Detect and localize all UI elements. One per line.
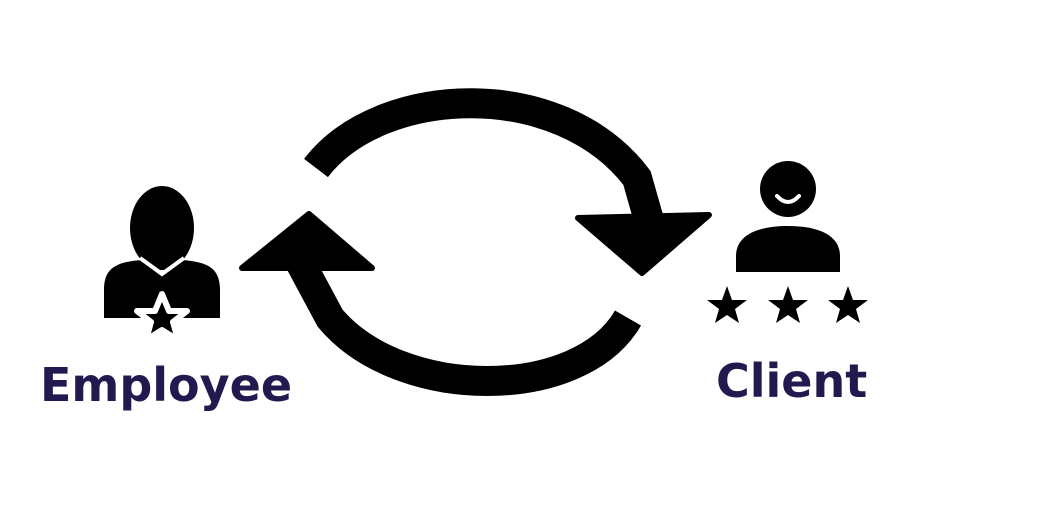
- employee-label: Employee: [40, 358, 293, 412]
- employee-neck: [146, 252, 178, 268]
- employee-star-icon: [104, 186, 220, 343]
- star-icon: [828, 286, 868, 323]
- client-body: [736, 226, 840, 272]
- client-smile: [775, 194, 801, 204]
- star-icon: [768, 286, 808, 323]
- client-label: Client: [716, 354, 868, 408]
- cycle-arrows-icon: [239, 88, 712, 396]
- star-icon: [707, 286, 747, 323]
- client-smile-icon: [707, 161, 868, 323]
- arrow-up-left-icon: [239, 211, 375, 271]
- cycle-arc-top: [304, 88, 669, 243]
- client-head: [760, 161, 816, 217]
- employee-body: [104, 260, 220, 318]
- star-icon: [134, 291, 190, 343]
- arrow-down-right-icon: [575, 212, 712, 276]
- employee-head: [130, 186, 194, 270]
- cycle-arc-bottom: [286, 254, 642, 396]
